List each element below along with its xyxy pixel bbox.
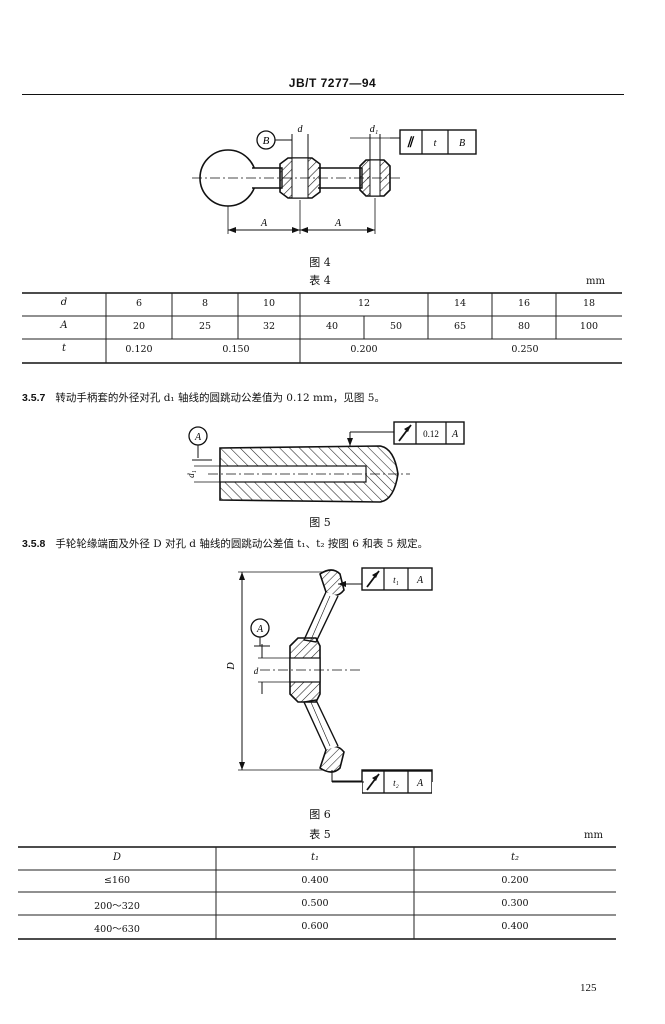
table-cell: 10 bbox=[262, 298, 276, 309]
dim-D-label: D bbox=[226, 662, 237, 671]
row-t-label: t bbox=[61, 343, 67, 354]
rim-bottom bbox=[319, 745, 345, 773]
table-cell: 0.600 bbox=[301, 921, 329, 932]
ref-label: B bbox=[459, 138, 465, 149]
header-D: D bbox=[112, 852, 122, 863]
table-cell: 0.150 bbox=[222, 344, 250, 355]
figure-5-caption: 图 5 bbox=[309, 516, 331, 529]
table-5: D t₁ t₂ ≤160 0.400 0.200 200～320 0.500 0… bbox=[18, 846, 616, 940]
tol-value: 0.12 bbox=[423, 429, 439, 439]
para-number: 3.5.8 bbox=[22, 538, 46, 550]
table-cell: 18 bbox=[582, 298, 596, 309]
para-text: 手轮轮缘端面及外径 D 对孔 d 轴线的圆跳动公差值 t₁、t₂ 按图 6 和表… bbox=[55, 538, 429, 550]
figure-5-drawing: A d₁ 0.12 A bbox=[186, 421, 465, 503]
datum-label: B bbox=[263, 135, 270, 147]
table-cell: 8 bbox=[201, 298, 209, 309]
table-cell: 0.300 bbox=[501, 898, 529, 909]
dim-d-label: d bbox=[298, 124, 304, 135]
row-d-label: d bbox=[60, 297, 68, 308]
table-cell: 32 bbox=[262, 321, 276, 332]
figure-6-caption: 图 6 bbox=[309, 808, 331, 821]
tol-t1-label: t₁ bbox=[393, 575, 399, 585]
table-cell: 0.250 bbox=[511, 344, 539, 355]
table-cell: 400～630 bbox=[94, 924, 140, 935]
page-header: JB/T 7277—94 bbox=[288, 76, 377, 90]
table-cell: 16 bbox=[517, 298, 531, 309]
table-cell: 0.500 bbox=[301, 898, 329, 909]
paragraph-3-5-7: 3.5.7 转动手柄套的外径对孔 d₁ 轴线的圆跳动公差值为 0.12 mm，见图… bbox=[22, 390, 385, 405]
table-cell: 12 bbox=[357, 298, 371, 309]
table-cell: 25 bbox=[198, 321, 212, 332]
figure-6-bottom-leader bbox=[331, 770, 364, 783]
table-cell: 14 bbox=[453, 298, 467, 309]
header-t2: t₂ bbox=[510, 852, 520, 863]
table-cell: 20 bbox=[132, 321, 146, 332]
figure-4-drawing: B d d₁ ⫽ t B A A bbox=[192, 124, 477, 234]
rim-top bbox=[319, 569, 345, 597]
dim-d-label: d bbox=[254, 666, 259, 676]
dim-d1-label: d₁ bbox=[370, 124, 378, 135]
para-number: 3.5.7 bbox=[22, 392, 46, 404]
table-cell: 0.400 bbox=[501, 921, 529, 932]
table-4-container: d 6 8 10 12 14 16 18 A 20 25 32 40 50 65… bbox=[22, 292, 622, 364]
table-cell: 100 bbox=[579, 321, 599, 332]
header-rule bbox=[22, 94, 624, 95]
tolerance-frame-1 bbox=[361, 567, 433, 591]
table-cell: 200～320 bbox=[94, 901, 140, 912]
header-t1: t₁ bbox=[310, 852, 320, 863]
datum-label: A bbox=[194, 432, 202, 443]
table-cell: 0.200 bbox=[501, 875, 529, 886]
dim-A1-label: A bbox=[260, 218, 268, 229]
table-5-unit: mm bbox=[584, 830, 603, 841]
tol-t2-label: t₂ bbox=[393, 778, 399, 788]
paragraph-3-5-8: 3.5.8 手轮轮缘端面及外径 D 对孔 d 轴线的圆跳动公差值 t₁、t₂ 按图… bbox=[22, 536, 428, 551]
table-cell: 80 bbox=[517, 321, 531, 332]
table-cell: 0.400 bbox=[301, 875, 329, 886]
dim-d1-label: d₁ bbox=[186, 470, 196, 478]
table-cell: 65 bbox=[453, 321, 467, 332]
tol-label: t bbox=[434, 138, 437, 149]
table-cell: 50 bbox=[389, 321, 403, 332]
ref-label: A bbox=[451, 429, 459, 440]
page-number: 125 bbox=[580, 982, 597, 994]
ref1-label: A bbox=[416, 575, 424, 586]
ref2-label: A bbox=[416, 778, 424, 789]
para-text: 转动手柄套的外径对孔 d₁ 轴线的圆跳动公差值为 0.12 mm，见图 5。 bbox=[55, 392, 385, 404]
figure-4-caption: 图 4 bbox=[309, 256, 331, 269]
table-4-unit: mm bbox=[586, 276, 605, 287]
table-cell: 0.200 bbox=[350, 344, 378, 355]
table-5-caption: 表 5 bbox=[309, 828, 331, 841]
table-cell: 6 bbox=[135, 298, 143, 309]
parallel-symbol: ⫽ bbox=[407, 136, 415, 151]
tolerance-frame bbox=[399, 129, 477, 155]
figure-6-bottom-frame: t₂ A bbox=[362, 770, 432, 794]
figure-6-drawing: D d A t₁ A t₂ A bbox=[226, 567, 433, 782]
table-cell: 40 bbox=[325, 321, 339, 332]
table-4-caption: 表 4 bbox=[309, 274, 331, 287]
dim-A2-label: A bbox=[334, 218, 342, 229]
datum-label: A bbox=[256, 624, 264, 635]
table-cell: 0.120 bbox=[125, 344, 153, 355]
table-cell: ≤160 bbox=[103, 875, 131, 886]
row-A-label: A bbox=[60, 320, 68, 331]
